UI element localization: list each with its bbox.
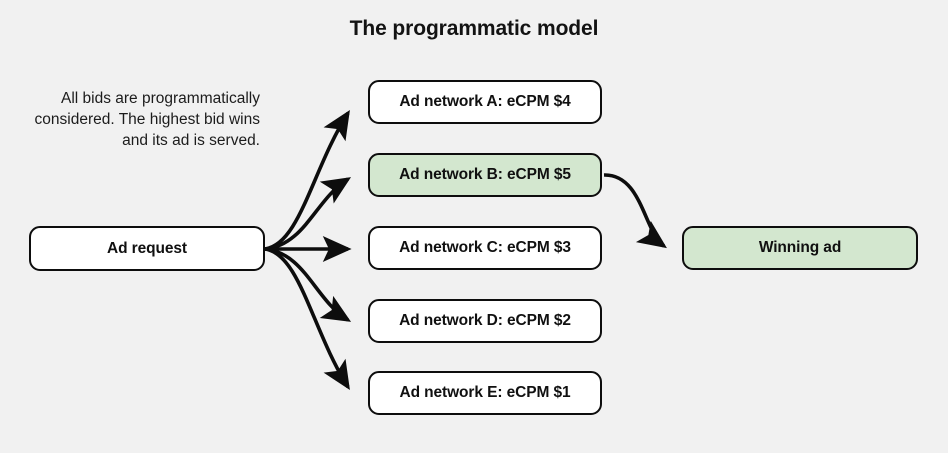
node-winning-ad-label: Winning ad [758, 239, 842, 256]
node-ad-request[interactable]: Ad request [29, 226, 265, 271]
node-ad-network-b-label: Ad network B: eCPM $5 [399, 166, 571, 183]
node-ad-network-c[interactable]: Ad network C: eCPM $3 [368, 226, 602, 270]
edge-network-b-to-winner [603, 173, 667, 249]
node-ad-network-c-label: Ad network C: eCPM $3 [399, 239, 571, 256]
node-ad-network-e[interactable]: Ad network E: eCPM $1 [368, 371, 602, 415]
explanatory-caption: All bids are programmatically considered… [34, 90, 260, 149]
node-ad-network-a-label: Ad network A: eCPM $4 [399, 93, 571, 110]
node-ad-network-d-label: Ad network D: eCPM $2 [399, 312, 571, 329]
edge-request-to-network-d [264, 247, 352, 322]
edge-request-to-network-b [264, 177, 352, 251]
node-winning-ad[interactable]: Winning ad [682, 226, 918, 270]
node-ad-network-b[interactable]: Ad network B: eCPM $5 [368, 153, 602, 197]
page-title-text: The programmatic model [349, 17, 599, 40]
node-ad-network-d[interactable]: Ad network D: eCPM $2 [368, 299, 602, 343]
edge-request-to-network-a [264, 109, 350, 251]
node-ad-network-e-label: Ad network E: eCPM $1 [399, 384, 571, 401]
page-title: The programmatic model [0, 17, 948, 41]
node-ad-request-label: Ad request [107, 239, 187, 257]
node-ad-network-a[interactable]: Ad network A: eCPM $4 [368, 80, 602, 124]
edge-request-to-network-e [264, 247, 350, 391]
